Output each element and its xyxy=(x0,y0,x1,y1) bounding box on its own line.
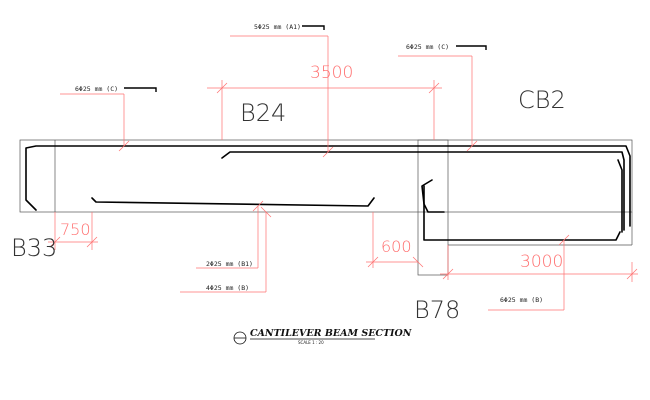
dimension-lines xyxy=(48,80,638,282)
callout-b1: 2Φ25 mm (B1) xyxy=(206,260,253,268)
bottom-bar-b xyxy=(423,185,621,241)
beam-outline xyxy=(19,139,633,276)
bottom-bar-b1 xyxy=(91,197,375,207)
callout-c-left: 6Φ25 mm (C) xyxy=(75,85,118,93)
dim-600: 600 xyxy=(381,237,412,256)
dim-3000: 3000 xyxy=(520,252,563,272)
right-inner-bar xyxy=(617,159,623,233)
callout-b-right: 6Φ25 mm (B) xyxy=(500,296,543,304)
leader-lines xyxy=(60,35,570,311)
hook-bar-cb2 xyxy=(421,179,445,213)
callout-a1: 5Φ25 mm (A1) xyxy=(254,23,301,31)
top-bar-left xyxy=(25,145,631,227)
dim-750: 750 xyxy=(60,220,91,239)
flag-c-right xyxy=(456,45,487,50)
label-b78: B78 xyxy=(414,296,460,324)
flag-c-left xyxy=(124,87,157,92)
rebar-group xyxy=(25,145,631,241)
callout-flags xyxy=(124,25,487,92)
callout-c-right: 6Φ25 mm (C) xyxy=(406,43,449,51)
flag-a1 xyxy=(302,25,325,30)
dim-3500: 3500 xyxy=(310,63,353,83)
label-b33: B33 xyxy=(11,234,57,262)
cb2-support-outline xyxy=(417,139,449,276)
title-block: CANTILEVER BEAM SECTION SCALE 1 : 20 xyxy=(233,328,412,345)
callout-b: 4Φ25 mm (B) xyxy=(206,284,249,292)
section-scale: SCALE 1 : 20 xyxy=(298,340,324,345)
section-title: CANTILEVER BEAM SECTION xyxy=(250,328,412,339)
top-bar-a1 xyxy=(221,151,625,231)
main-beam-outline xyxy=(19,139,633,213)
label-b24: B24 xyxy=(240,99,286,127)
label-cb2: CB2 xyxy=(518,86,566,114)
